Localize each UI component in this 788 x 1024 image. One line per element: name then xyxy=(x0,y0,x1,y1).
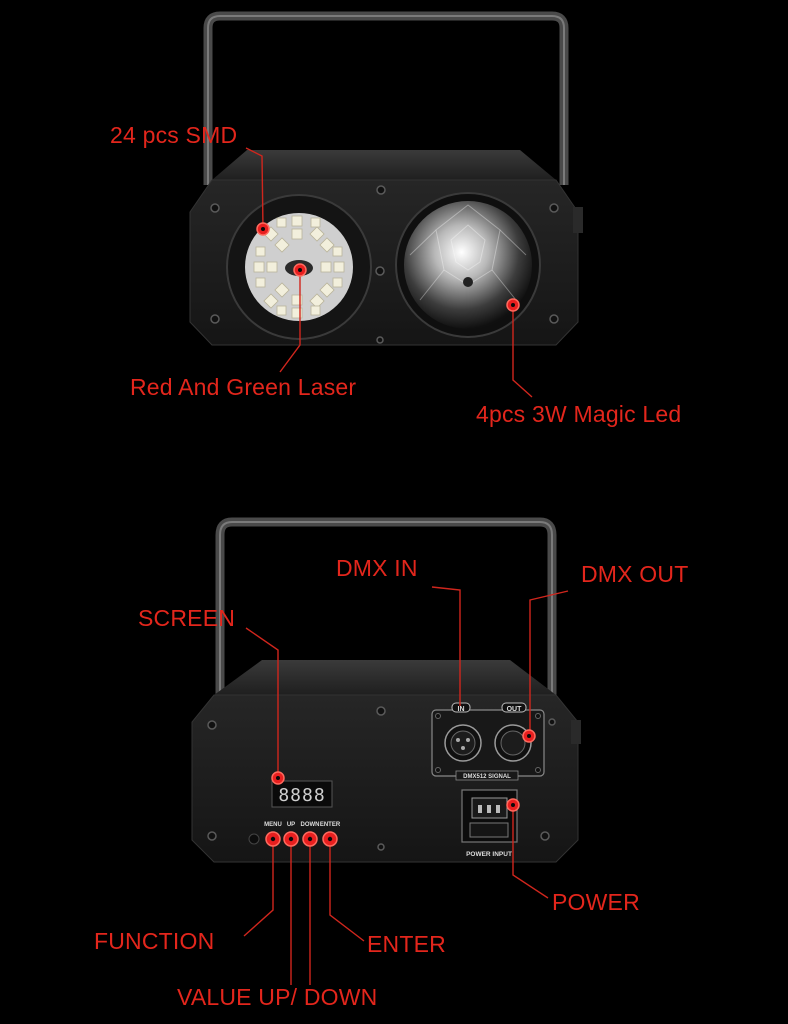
dmx-in-label: IN xyxy=(458,706,465,713)
function-leader-line xyxy=(243,840,274,937)
front-view-fixture xyxy=(189,11,583,346)
power-leader-line xyxy=(512,806,549,899)
callout-laser: Red And Green Laser xyxy=(130,374,357,400)
callout-smd: 24 pcs SMD xyxy=(110,122,238,148)
callout-dmx-out: DMX OUT xyxy=(581,561,689,587)
laser-leader-line xyxy=(279,270,301,373)
dmx-signal-label: DMX512 SIGNAL xyxy=(463,774,511,780)
led-display-digits: 8888 xyxy=(278,785,325,806)
dmx-out-leader-line xyxy=(529,590,569,736)
led-display xyxy=(271,780,333,808)
panel-down-label: DOWN xyxy=(301,822,320,828)
callout-enter: ENTER xyxy=(367,931,446,957)
panel-enter-label: ENTER xyxy=(320,822,341,828)
rear-housing-top xyxy=(214,660,556,695)
callout-power: POWER xyxy=(552,889,640,915)
rear-view-fixture: 8888 MENU UP DOWN ENTER IN OUT xyxy=(191,517,581,863)
power-input-label: POWER INPUT xyxy=(466,851,512,858)
dmx-out-label: OUT xyxy=(507,706,523,713)
panel-up-label: UP xyxy=(287,822,295,828)
callout-lines xyxy=(243,147,569,985)
callout-dmx-in: DMX IN xyxy=(336,555,418,581)
callout-value-up-down: VALUE UP/ DOWN xyxy=(177,984,378,1010)
magic-led-leader-line xyxy=(512,305,533,398)
magic-led-ball xyxy=(404,201,532,329)
callout-magic-led: 4pcs 3W Magic Led xyxy=(476,401,682,427)
xlr-out-connector xyxy=(494,724,532,762)
enter-leader-line xyxy=(329,840,365,942)
smd-leader-line xyxy=(245,147,264,230)
callout-function: FUNCTION xyxy=(94,928,215,954)
xlr-in-connector xyxy=(444,724,482,762)
rear-screws xyxy=(207,706,556,851)
front-housing-top xyxy=(212,150,556,180)
smd-led-array xyxy=(253,215,345,319)
dmx-in-leader-line xyxy=(431,586,461,706)
panel-menu-label: MENU xyxy=(264,822,282,828)
callout-screen: SCREEN xyxy=(138,605,236,631)
screen-leader-line xyxy=(245,627,279,775)
